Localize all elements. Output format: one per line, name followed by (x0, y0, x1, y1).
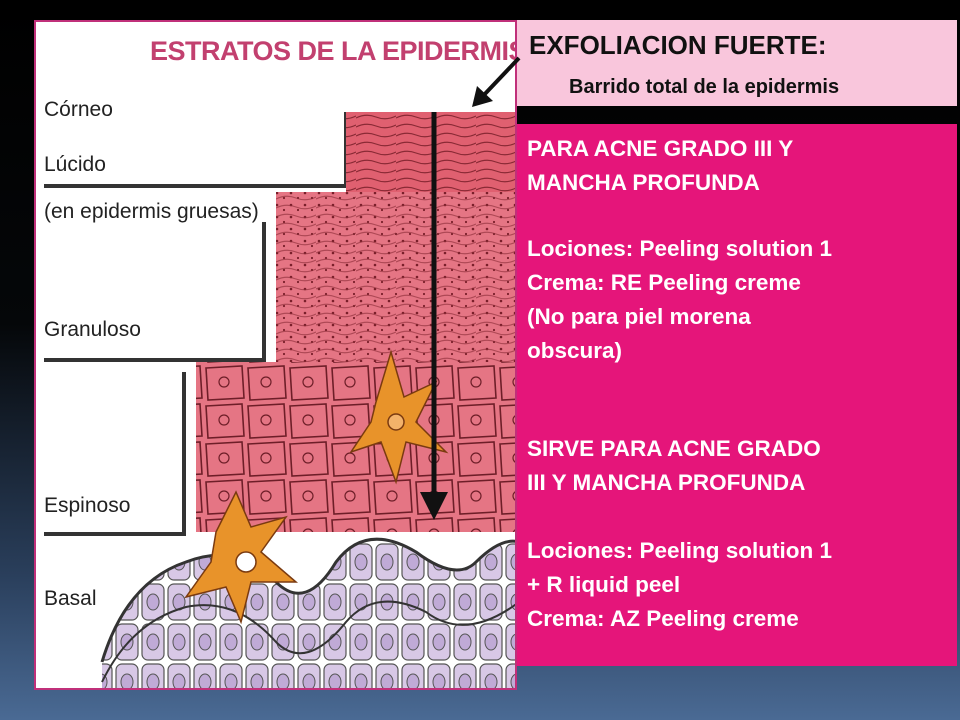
info-heading-4: III Y MANCHA PROFUNDA (527, 470, 806, 495)
header-subtitle: Barrido total de la epidermis (569, 76, 840, 98)
header-box: EXFOLIACION FUERTE: Barrido total de la … (517, 20, 957, 106)
epidermis-illustration (44, 112, 515, 688)
diagram-title: ESTRATOS DE LA EPIDERMIS (150, 36, 517, 66)
info-cream-1: Crema: RE Peeling creme (527, 270, 801, 295)
info-heading-2: MANCHA PROFUNDA (527, 170, 760, 195)
info-heading-3: SIRVE PARA ACNE GRADO (527, 436, 821, 461)
info-cream-2: Crema: AZ Peeling creme (527, 606, 799, 631)
diagonal-arrow-icon (472, 56, 521, 107)
info-box: PARA ACNE GRADO III Y MANCHA PROFUNDA Lo… (517, 124, 957, 666)
info-heading-1: PARA ACNE GRADO III Y (527, 136, 794, 161)
info-lotion-2: Lociones: Peeling solution 1 (527, 538, 833, 563)
layer-label-lucido-note: (en epidermis gruesas) (44, 200, 259, 223)
layer-label-basal: Basal (44, 587, 97, 610)
info-note-2: obscura) (527, 338, 623, 363)
info-lotion-1: Lociones: Peeling solution 1 (527, 236, 833, 261)
header-title: EXFOLIACION FUERTE: (529, 30, 827, 60)
info-lotion-2-extra: + R liquid peel (527, 572, 681, 597)
layer-label-lucido: Lúcido (44, 153, 106, 176)
layer-label-corneo: Córneo (44, 98, 113, 121)
info-note-1: (No para piel morena (527, 304, 751, 329)
layer-label-espinoso: Espinoso (44, 494, 131, 517)
down-arrow-icon (420, 112, 448, 520)
layer-label-granuloso: Granuloso (44, 318, 141, 341)
